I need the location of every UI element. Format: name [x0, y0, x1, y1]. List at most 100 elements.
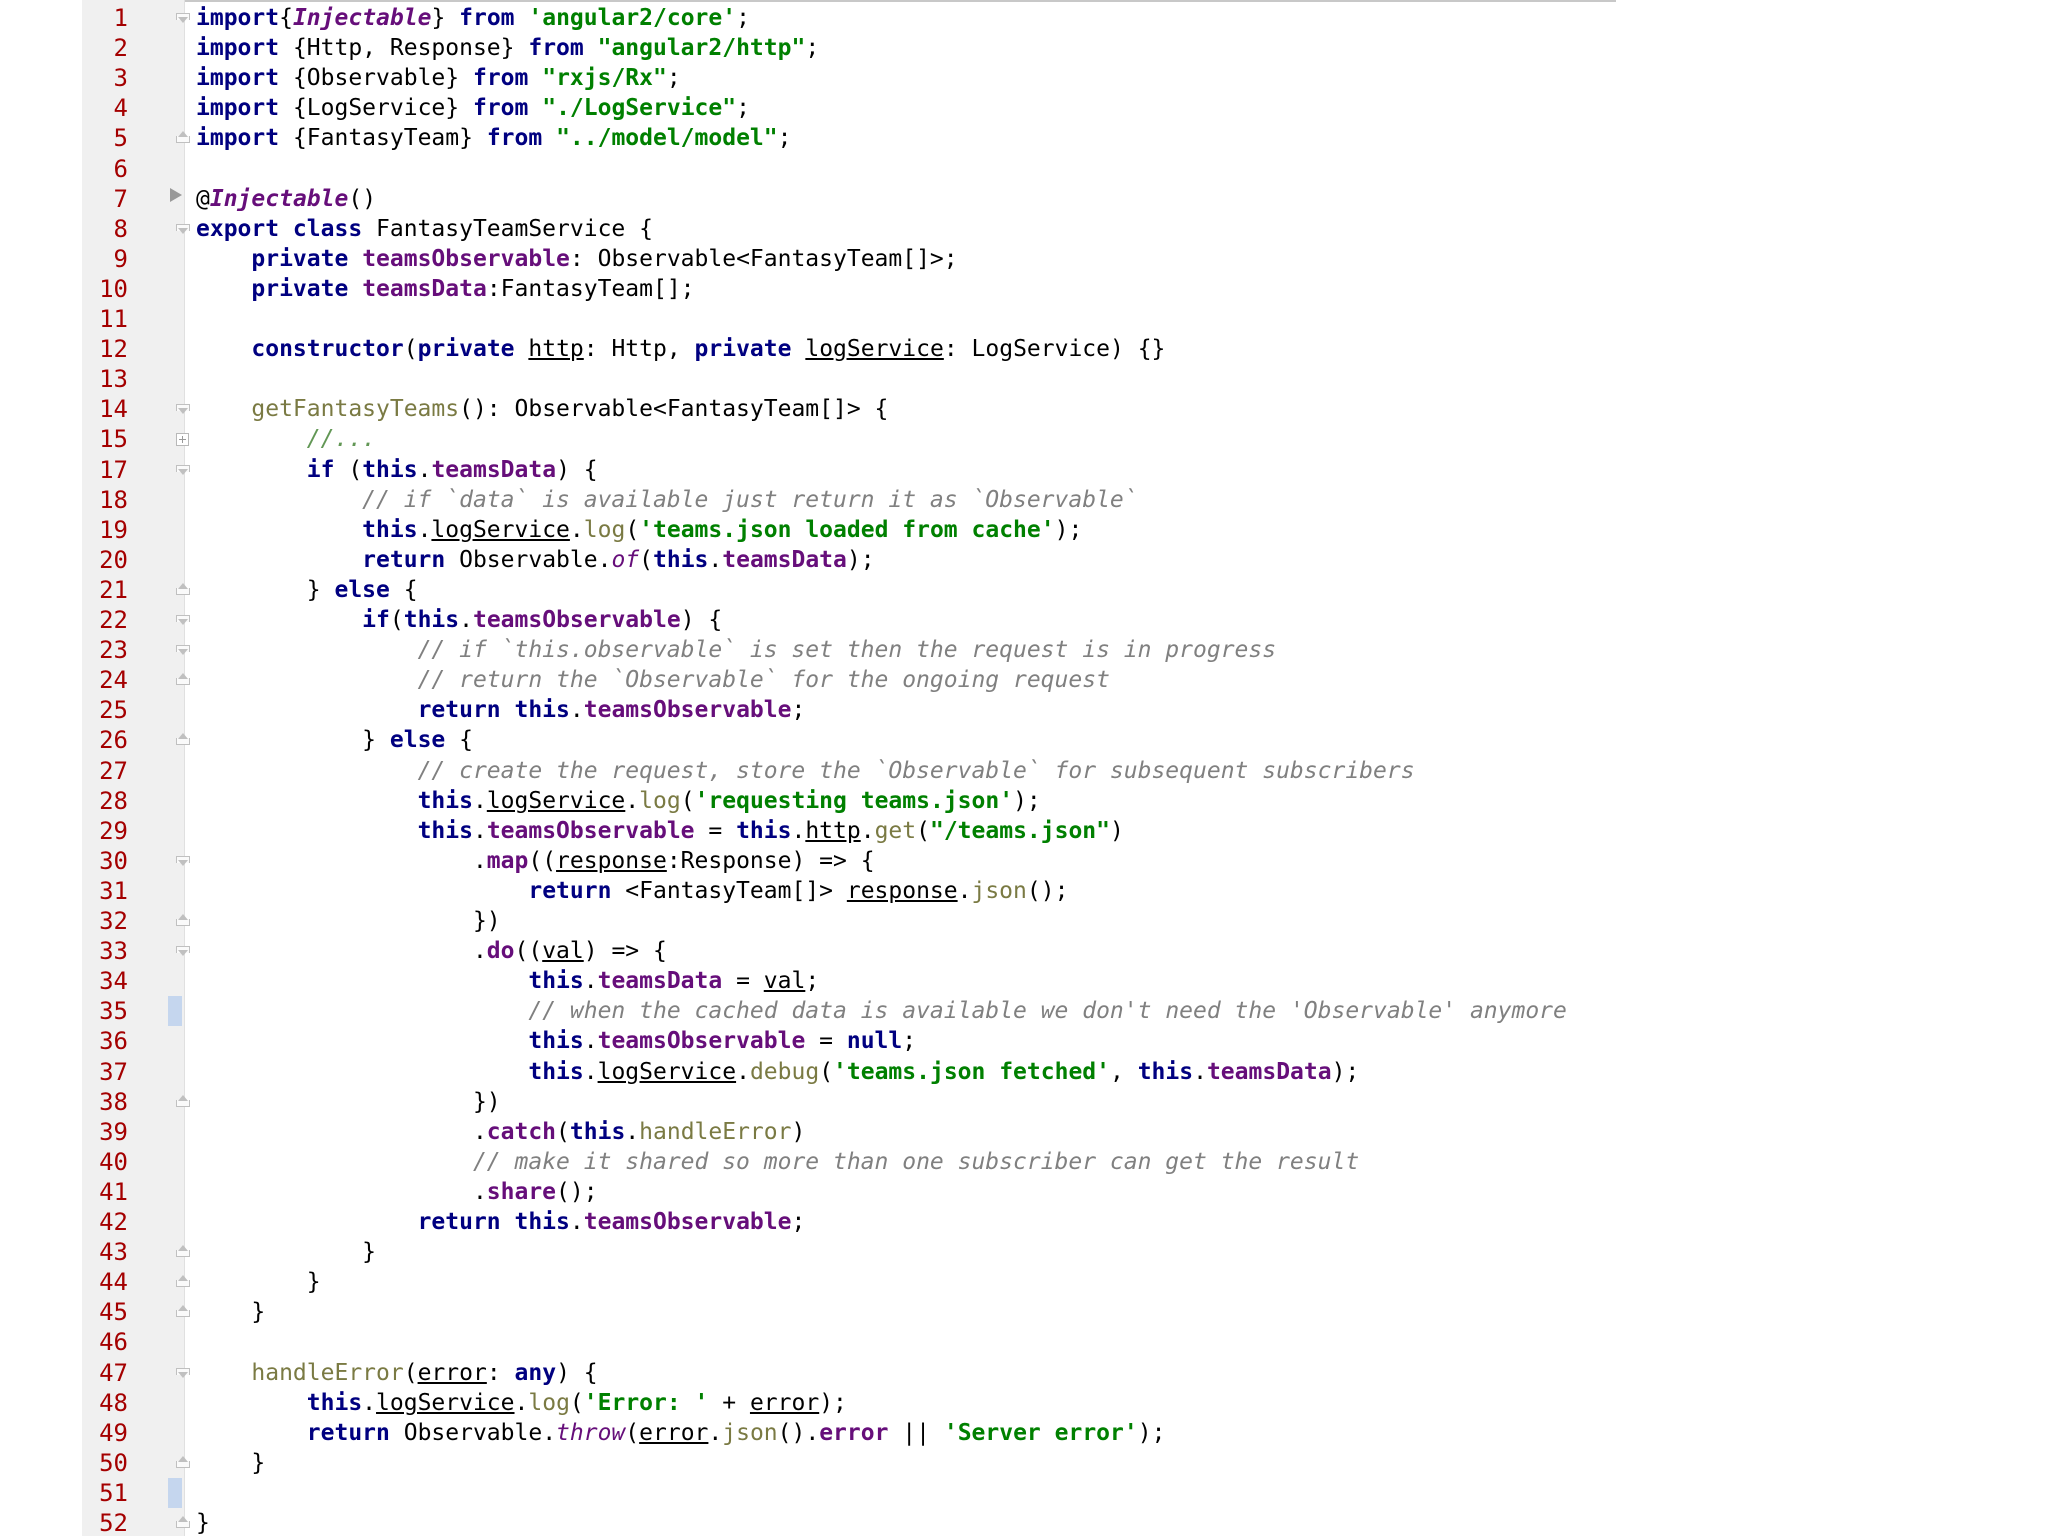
fold-end-icon[interactable] [176, 673, 190, 686]
fold-end-icon[interactable] [176, 131, 190, 144]
code-line[interactable]: 42 return this.teamsObservable; [82, 1207, 1616, 1237]
code-text[interactable]: if(this.teamsObservable) { [196, 605, 722, 635]
code-line[interactable]: 37 this.logService.debug('teams.json fet… [82, 1057, 1616, 1087]
run-gutter-icon[interactable] [170, 187, 182, 202]
code-line[interactable]: 6 [82, 154, 1616, 184]
code-text[interactable]: .share(); [196, 1177, 598, 1207]
code-text[interactable]: } [196, 1267, 321, 1297]
code-text[interactable]: } [196, 1297, 265, 1327]
code-line[interactable]: 32 }) [82, 906, 1616, 936]
code-text[interactable]: @Injectable() [196, 184, 376, 214]
fold-open-icon[interactable] [176, 854, 190, 867]
code-text[interactable]: import {FantasyTeam} from "../model/mode… [196, 123, 791, 153]
code-text[interactable]: return Observable.of(this.teamsData); [196, 545, 874, 575]
code-text[interactable]: } else { [196, 575, 418, 605]
code-text[interactable]: this.teamsData = val; [196, 966, 819, 996]
code-line[interactable]: 43 } [82, 1237, 1616, 1267]
code-line[interactable]: 36 this.teamsObservable = null; [82, 1026, 1616, 1056]
code-text[interactable]: // create the request, store the `Observ… [196, 756, 1415, 786]
code-line[interactable]: 44 } [82, 1267, 1616, 1297]
code-line[interactable]: 34 this.teamsData = val; [82, 966, 1616, 996]
fold-end-icon[interactable] [176, 1455, 190, 1469]
code-text[interactable]: this.teamsObservable = null; [196, 1026, 916, 1056]
code-text[interactable]: handleError(error: any) { [196, 1358, 597, 1388]
code-line[interactable]: 25 return this.teamsObservable; [82, 695, 1616, 725]
fold-open-icon[interactable] [176, 463, 190, 476]
code-text[interactable]: return this.teamsObservable; [196, 1207, 806, 1237]
code-line[interactable]: 33 .do((val) => { [82, 936, 1616, 966]
code-text[interactable]: }) [196, 1087, 501, 1117]
code-text[interactable]: import {Observable} from "rxjs/Rx"; [196, 63, 681, 93]
code-text[interactable]: // make it shared so more than one subsc… [196, 1147, 1359, 1177]
code-line[interactable]: 24 // return the `Observable` for the on… [82, 665, 1616, 695]
code-text[interactable]: this.logService.log('Error: ' + error); [196, 1388, 847, 1418]
code-line[interactable]: 48 this.logService.log('Error: ' + error… [82, 1388, 1616, 1418]
code-line[interactable]: 13 [82, 364, 1616, 394]
code-line[interactable]: 46 [82, 1327, 1616, 1357]
code-line[interactable]: 50 } [82, 1448, 1616, 1478]
code-line[interactable]: 15 //... [82, 424, 1616, 454]
code-text[interactable]: return Observable.throw(error.json().err… [196, 1418, 1166, 1448]
code-text[interactable]: } [196, 1237, 376, 1267]
fold-end-icon[interactable] [176, 914, 190, 927]
code-line[interactable]: 19 this.logService.log('teams.json loade… [82, 515, 1616, 545]
fold-open-icon[interactable] [176, 643, 190, 656]
code-line[interactable]: 52} [82, 1508, 1616, 1538]
code-text[interactable]: } else { [196, 725, 473, 755]
code-line[interactable]: 39 .catch(this.handleError) [82, 1117, 1616, 1147]
code-line[interactable]: 18 // if `data` is available just return… [82, 485, 1616, 515]
line-marker-icon[interactable] [168, 996, 182, 1027]
fold-end-icon[interactable] [176, 582, 190, 596]
code-text[interactable]: return <FantasyTeam[]> response.json(); [196, 876, 1068, 906]
code-line[interactable]: 29 this.teamsObservable = this.http.get(… [82, 816, 1616, 846]
code-text[interactable]: this.teamsObservable = this.http.get("/t… [196, 816, 1124, 846]
code-text[interactable]: }) [196, 906, 501, 936]
code-line[interactable]: 41 .share(); [82, 1177, 1616, 1207]
code-text[interactable]: export class FantasyTeamService { [196, 214, 653, 244]
code-text[interactable]: //... [196, 424, 376, 454]
code-text[interactable]: } [196, 1448, 265, 1478]
line-marker-icon[interactable] [168, 1477, 182, 1508]
code-line[interactable]: 21 } else { [82, 575, 1616, 605]
code-line[interactable]: 35 // when the cached data is available … [82, 996, 1616, 1027]
code-line[interactable]: 40 // make it shared so more than one su… [82, 1147, 1616, 1177]
code-line[interactable]: 47 handleError(error: any) { [82, 1358, 1616, 1388]
code-line[interactable]: 28 this.logService.log('requesting teams… [82, 786, 1616, 816]
code-line[interactable]: 45 } [82, 1297, 1616, 1327]
fold-end-icon[interactable] [176, 1094, 190, 1108]
fold-expand-icon[interactable] [176, 433, 189, 447]
fold-end-icon[interactable] [176, 1305, 190, 1318]
fold-end-icon[interactable] [176, 1245, 190, 1258]
code-line[interactable]: 31 return <FantasyTeam[]> response.json(… [82, 876, 1616, 906]
code-line[interactable]: 23 // if `this.observable` is set then t… [82, 635, 1616, 665]
code-line[interactable]: 30 .map((response:Response) => { [82, 846, 1616, 876]
code-text[interactable]: import {LogService} from "./LogService"; [196, 93, 750, 123]
code-text[interactable]: import{Injectable} from 'angular2/core'; [196, 3, 750, 33]
code-text[interactable]: this.logService.debug('teams.json fetche… [196, 1057, 1359, 1087]
code-line[interactable]: 27 // create the request, store the `Obs… [82, 756, 1616, 786]
code-text[interactable]: // return the `Observable` for the ongoi… [196, 665, 1110, 695]
code-text[interactable]: constructor(private http: Http, private … [196, 334, 1165, 364]
code-text[interactable]: // if `data` is available just return it… [196, 485, 1137, 515]
code-text[interactable]: this.logService.log('requesting teams.js… [196, 786, 1041, 816]
code-line[interactable]: 17 if (this.teamsData) { [82, 455, 1616, 485]
fold-end-icon[interactable] [176, 1516, 190, 1529]
code-text[interactable]: .map((response:Response) => { [196, 846, 875, 876]
fold-end-icon[interactable] [176, 1275, 190, 1288]
code-text[interactable]: // when the cached data is available we … [196, 996, 1567, 1026]
code-line[interactable]: 7@Injectable() [82, 184, 1616, 214]
code-text[interactable]: getFantasyTeams(): Observable<FantasyTea… [196, 394, 888, 424]
code-text[interactable]: private teamsObservable: Observable<Fant… [196, 244, 957, 274]
fold-end-icon[interactable] [176, 733, 190, 746]
code-line[interactable]: 51 [82, 1477, 1616, 1508]
code-text[interactable]: this.logService.log('teams.json loaded f… [196, 515, 1082, 545]
fold-open-icon[interactable] [176, 222, 190, 235]
code-line[interactable]: 22 if(this.teamsObservable) { [82, 605, 1616, 635]
code-line[interactable]: 49 return Observable.throw(error.json().… [82, 1418, 1616, 1448]
code-line[interactable]: 11 [82, 304, 1616, 334]
code-text[interactable]: if (this.teamsData) { [196, 455, 598, 485]
